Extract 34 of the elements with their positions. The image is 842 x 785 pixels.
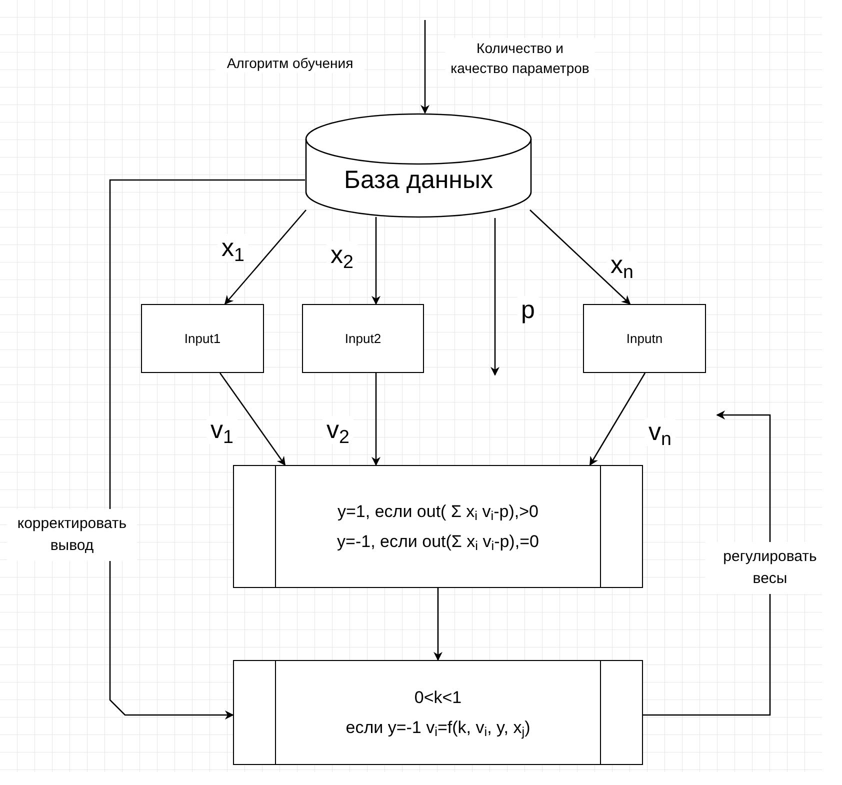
edge-label: v$_{1}$ — [206, 416, 238, 444]
arrow — [589, 372, 646, 466]
process-box — [233, 660, 643, 765]
input-label: Input1 — [184, 330, 221, 348]
formula-text: если y=-1 v$_{i}$=f(k, v$_{i}$, y, x$_{j}$) — [346, 716, 530, 738]
arrow — [109, 179, 305, 720]
input-box — [141, 304, 264, 373]
annotation-text: Алгоритм обучения — [215, 53, 365, 73]
database-label: База данных — [344, 165, 493, 195]
arrow — [490, 218, 500, 376]
arrow — [434, 588, 442, 661]
formula-text: 0<k<1 — [414, 686, 462, 708]
process-box — [233, 465, 643, 588]
edge-label: x$_{2}$ — [326, 241, 358, 269]
annotation-text: Количество и качество параметров — [445, 38, 595, 78]
arrow — [224, 210, 306, 305]
arrow — [372, 373, 380, 466]
arrow — [420, 20, 430, 114]
edge-label: x$_{1}$ — [218, 234, 248, 262]
edge-label: корректировать вывод — [7, 509, 137, 561]
input-box — [302, 304, 424, 373]
edge-label: v$_{2}$ — [322, 416, 354, 444]
edge-label: p — [517, 296, 539, 324]
arrow — [372, 217, 380, 305]
formula-text: y=-1, если out(Σ x$_{i}$ v$_{i}$-p),=0 — [337, 530, 539, 552]
input-label: Input2 — [344, 330, 382, 348]
formula-text: y=1, если out( Σ x$_{i}$ v$_{i}$-p),>0 — [338, 500, 538, 522]
arrow — [530, 210, 631, 305]
input-label: Inputn — [626, 330, 663, 348]
arrow — [643, 410, 771, 716]
edge-label: x$_{n}$ — [606, 251, 638, 279]
input-box — [583, 304, 706, 373]
arrow — [219, 372, 286, 466]
edge-label: v$_{n}$ — [644, 418, 676, 446]
